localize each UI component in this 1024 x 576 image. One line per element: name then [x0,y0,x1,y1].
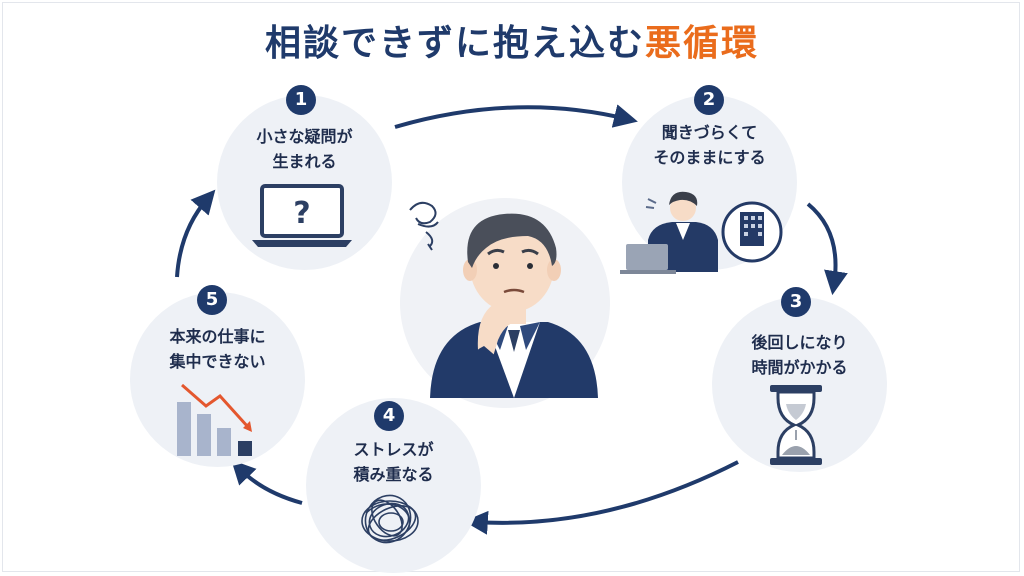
step-4-line2: 積み重なる [353,465,434,484]
step-1-badge: 1 [286,85,316,115]
step-4-label: ストレスが 積み重なる [306,437,481,487]
step-2-badge: 2 [694,85,724,115]
page-title: 相談できずに抱え込む悪循環 [0,14,1024,66]
step-1-line1: 小さな疑問が [256,127,353,146]
step-3-line1: 後回しになり [751,333,848,352]
svg-text:?: ? [293,196,310,231]
arrow-4-to-5 [231,459,303,505]
step-2-label: 聞きづらくて そのままにする [622,120,797,170]
step-5-line2: 集中できない [169,352,266,371]
arrow-2-to-3 [806,202,848,296]
step-2-line1: 聞きづらくて [661,123,758,142]
step-3-badge: 3 [781,287,811,317]
title-accent: 悪循環 [645,23,760,64]
arrow-5-to-1 [175,189,216,278]
step-3-line2: 時間がかかる [751,358,848,377]
step-2-line2: そのままにする [653,148,766,167]
step-5-line1: 本来の仕事に [169,327,266,346]
step-5-badge: 5 [197,285,227,315]
arrow-1-to-2 [394,104,638,129]
step-4-line1: ストレスが [353,440,434,459]
step-1-line2: 生まれる [272,152,337,171]
step-3-label: 後回しになり 時間がかかる [712,330,887,380]
step-4-badge: 4 [374,401,404,431]
step-1-label: 小さな疑問が 生まれる [217,124,392,174]
arrow-3-to-4 [463,460,739,535]
step-5-label: 本来の仕事に 集中できない [130,324,305,374]
title-main: 相談できずに抱え込む [264,23,645,64]
